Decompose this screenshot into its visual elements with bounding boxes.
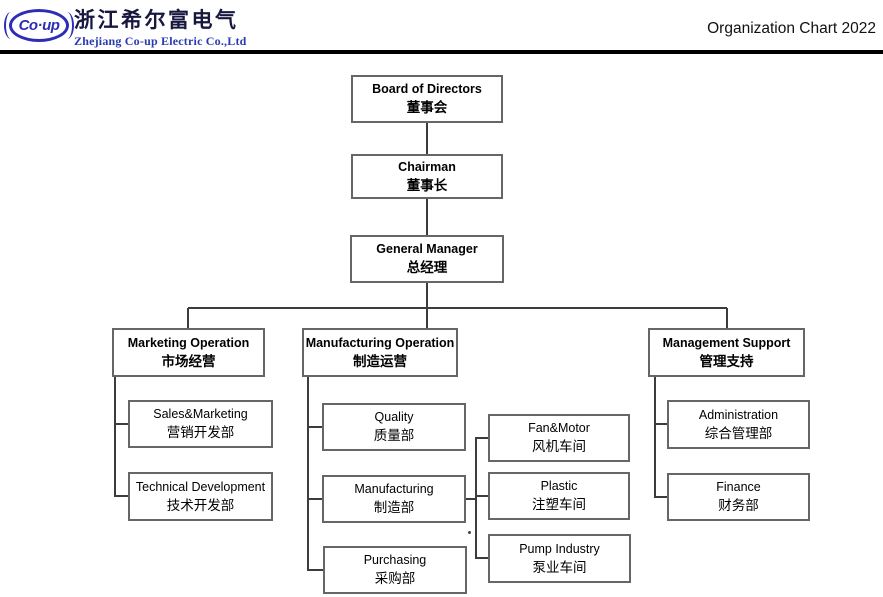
node-label-en: Administration [698, 407, 779, 422]
node-label-en: Management Support [662, 335, 791, 350]
connector-stub-pump [475, 557, 488, 559]
node-label-en: Purchasing [363, 553, 427, 568]
connector-spine-workshops [475, 437, 477, 559]
company-logo: Co·up [4, 9, 74, 42]
node-label-en: Sales&Marketing [153, 407, 248, 422]
node-label-cn: 营销开发部 [166, 425, 235, 441]
node-label-en: Manufacturing Operation [305, 335, 455, 350]
node-label-cn: 风机车间 [532, 439, 586, 455]
connector-stub-sales [114, 423, 128, 425]
node-label-cn: 制造部 [373, 500, 415, 516]
connector-gm-branches [426, 283, 428, 328]
org-node-purchasing: Purchasing 采购部 [323, 546, 467, 594]
node-label-en: Plastic [540, 479, 578, 494]
node-label-en: Fan&Motor [528, 421, 590, 436]
org-node-management-support: Management Support 管理支持 [648, 328, 805, 377]
company-name-cn: 浙江希尔富电气 [74, 9, 239, 32]
node-label-en: Technical Development [135, 479, 266, 494]
logo-oval: Co·up [9, 9, 69, 42]
org-node-quality: Quality 质量部 [322, 403, 466, 451]
logo-text: Co·up [18, 17, 60, 34]
stray-dot [468, 531, 471, 534]
node-label-en: Quality [374, 410, 414, 425]
node-label-en: Finance [716, 480, 761, 495]
node-label-cn: 质量部 [373, 428, 415, 444]
connector-stub-techdev [114, 495, 128, 497]
org-node-board-of-directors: Board of Directors 董事会 [351, 75, 503, 123]
org-node-finance: Finance 财务部 [667, 473, 810, 521]
node-label-en: Pump Industry [519, 541, 600, 556]
connector-spine-management [654, 377, 656, 498]
node-label-cn: 注塑车间 [532, 497, 586, 513]
org-node-chairman: Chairman 董事长 [351, 154, 503, 199]
node-label-cn: 董事长 [406, 177, 448, 193]
node-label-en: General Manager [376, 242, 478, 257]
org-node-plastic: Plastic 注塑车间 [488, 472, 630, 520]
org-node-general-manager: General Manager 总经理 [350, 235, 504, 283]
node-label-cn: 泵业车间 [532, 559, 587, 575]
node-label-en: Chairman [398, 159, 456, 174]
connector-mfg-to-workshops [466, 498, 477, 500]
org-node-administration: Administration 综合管理部 [667, 400, 810, 449]
node-label-en: Marketing Operation [127, 335, 250, 350]
node-label-cn: 董事会 [406, 100, 448, 116]
connector-board-chairman [426, 123, 428, 154]
org-node-marketing-operation: Marketing Operation 市场经营 [112, 328, 265, 377]
connector-chairman-gm [426, 198, 428, 235]
node-label-cn: 技术开发部 [166, 497, 235, 513]
org-node-fan-motor: Fan&Motor 风机车间 [488, 414, 630, 462]
connector-branch-horizontal [188, 307, 727, 309]
node-label-en: Manufacturing [354, 482, 434, 497]
connector-stub-manufacturing-dept [307, 498, 322, 500]
node-label-cn: 管理支持 [699, 353, 754, 369]
connector-stub-quality [307, 426, 322, 428]
node-label-cn: 采购部 [374, 571, 416, 587]
org-node-pump-industry: Pump Industry 泵业车间 [488, 534, 631, 583]
header-divider [0, 50, 883, 54]
company-name-block: 浙江希尔富电气 Zhejiang Co-up Electric Co.,Ltd [74, 8, 247, 49]
connector-stub-plastic [475, 495, 488, 497]
connector-spine-manufacturing [307, 377, 309, 571]
connector-stub-administration [654, 423, 667, 425]
node-label-cn: 市场经营 [161, 353, 216, 369]
node-label-cn: 财务部 [718, 498, 759, 514]
node-label-cn: 总经理 [406, 260, 448, 276]
connector-stub-fan-motor [475, 437, 488, 439]
org-node-manufacturing-operation: Manufacturing Operation 制造运营 [302, 328, 458, 377]
node-label-cn: 综合管理部 [704, 425, 773, 441]
connector-drop-marketing [187, 308, 189, 328]
connector-stub-finance [654, 496, 667, 498]
org-node-technical-development: Technical Development 技术开发部 [128, 472, 273, 521]
node-label-cn: 制造运营 [353, 353, 407, 369]
org-node-sales-marketing: Sales&Marketing 营销开发部 [128, 400, 273, 448]
logo-arc-right [60, 12, 74, 39]
connector-stub-purchasing [307, 569, 323, 571]
org-node-manufacturing-dept: Manufacturing 制造部 [322, 475, 466, 523]
node-label-en: Board of Directors [372, 82, 482, 97]
logo-arc-left [4, 12, 18, 39]
page-title: Organization Chart 2022 [707, 20, 876, 37]
company-name-en: Zhejiang Co-up Electric Co.,Ltd [74, 34, 247, 49]
connector-drop-management [726, 308, 728, 328]
connector-spine-marketing [114, 377, 116, 497]
